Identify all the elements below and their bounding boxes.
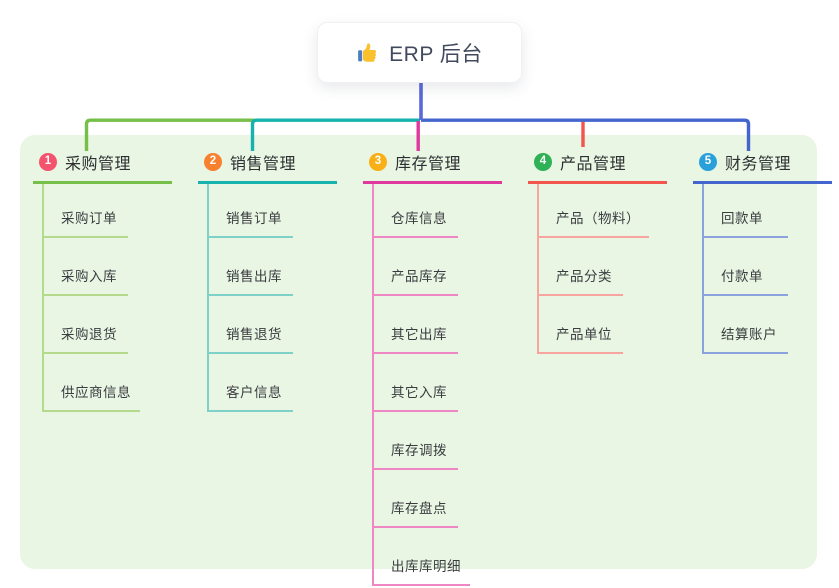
child-node[interactable]: 供应商信息 [42,354,140,412]
child-node[interactable]: 销售出库 [207,238,293,296]
branch-number-badge: 3 [369,153,387,171]
branch-label: 采购管理 [65,156,132,173]
child-node[interactable]: 结算账户 [702,296,788,354]
child-node[interactable]: 出库库明细 [372,528,470,586]
branch-number-badge: 4 [534,153,552,171]
branch-children: 产品（物料）产品分类产品单位 [537,184,667,354]
branch-children: 回款单付款单结算账户 [702,184,832,354]
branch-header[interactable]: 4 产品管理 [528,147,667,184]
branch-label: 库存管理 [395,156,462,173]
child-node[interactable]: 销售退货 [207,296,293,354]
thumbs-up-icon [356,41,379,64]
child-node[interactable]: 采购退货 [42,296,128,354]
branch-children: 销售订单销售出库销售退货客户信息 [207,184,337,412]
child-node[interactable]: 销售订单 [207,184,293,238]
child-node[interactable]: 库存调拨 [372,412,458,470]
branch-header[interactable]: 2 销售管理 [198,147,337,184]
child-node[interactable]: 付款单 [702,238,788,296]
branch-1: 1 采购管理采购订单采购入库采购退货供应商信息 [33,147,172,412]
branch-number-badge: 5 [699,153,717,171]
child-node[interactable]: 产品分类 [537,238,623,296]
branch-label: 财务管理 [725,156,792,173]
root-title: ERP 后台 [389,42,483,66]
child-node[interactable]: 采购入库 [42,238,128,296]
branch-4: 4 产品管理产品（物料）产品分类产品单位 [528,147,667,354]
branch-5: 5 财务管理回款单付款单结算账户 [693,147,832,354]
child-node[interactable]: 产品（物料） [537,184,649,238]
branch-header[interactable]: 5 财务管理 [693,147,832,184]
branch-number-badge: 1 [39,153,57,171]
child-node[interactable]: 采购订单 [42,184,128,238]
branch-header[interactable]: 3 库存管理 [363,147,502,184]
branch-3: 3 库存管理仓库信息产品库存其它出库其它入库库存调拨库存盘点出库库明细 [363,147,502,586]
child-node[interactable]: 回款单 [702,184,788,238]
branch-header[interactable]: 1 采购管理 [33,147,172,184]
branch-number-badge: 2 [204,153,222,171]
child-node[interactable]: 仓库信息 [372,184,458,238]
branch-children: 仓库信息产品库存其它出库其它入库库存调拨库存盘点出库库明细 [372,184,502,586]
child-node[interactable]: 其它出库 [372,296,458,354]
branch-children: 采购订单采购入库采购退货供应商信息 [42,184,172,412]
branch-2: 2 销售管理销售订单销售出库销售退货客户信息 [198,147,337,412]
root-node[interactable]: ERP 后台 [317,22,522,83]
child-node[interactable]: 客户信息 [207,354,293,412]
child-node[interactable]: 产品库存 [372,238,458,296]
child-node[interactable]: 产品单位 [537,296,623,354]
branch-label: 销售管理 [230,156,297,173]
child-node[interactable]: 其它入库 [372,354,458,412]
branch-label: 产品管理 [560,156,627,173]
child-node[interactable]: 库存盘点 [372,470,458,528]
